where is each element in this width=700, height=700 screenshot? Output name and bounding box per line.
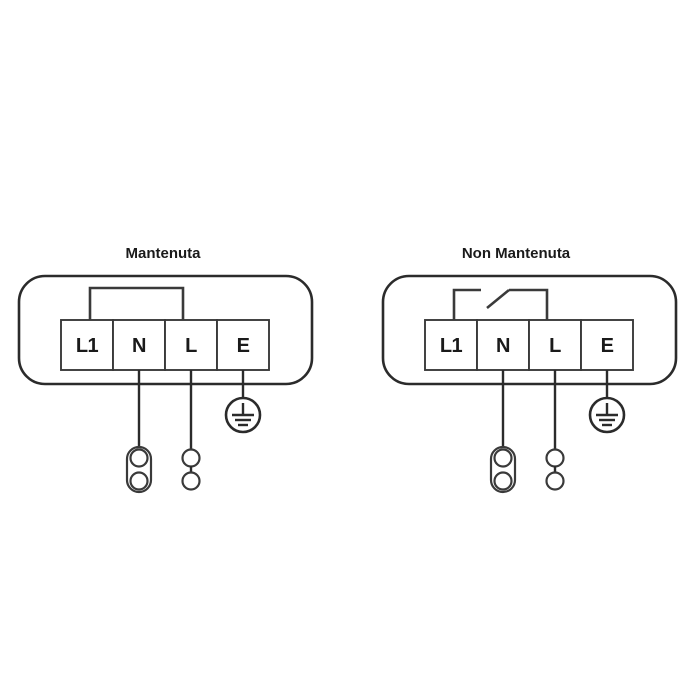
connector-ring-l-top <box>181 448 201 468</box>
connector-n-right[interactable] <box>489 445 517 494</box>
terminal-box-n-right[interactable] <box>476 319 530 371</box>
earth-symbol-left <box>224 396 262 434</box>
connector-ring-n-bottom-right <box>493 471 513 491</box>
terminal-label-e-right: E <box>601 335 614 357</box>
switch-left-arm <box>452 288 481 321</box>
connector-n[interactable] <box>125 445 153 494</box>
earth-symbol-right <box>588 396 626 434</box>
terminal-box-e-right[interactable] <box>580 319 634 371</box>
connector-ring-n-top <box>129 448 149 468</box>
jumper-wire-closed <box>88 286 185 321</box>
diagram-non-mantenuta: Non Mantenuta L1 N L E <box>381 245 678 494</box>
terminal-label-e: E <box>237 335 250 357</box>
terminal-label-l-right: L <box>549 335 561 357</box>
connector-ring-l-bottom <box>181 471 201 491</box>
terminal-box-l[interactable] <box>164 319 218 371</box>
connector-ring-n-bottom <box>129 471 149 491</box>
connector-ring-l-top-right <box>545 448 565 468</box>
diagram-title-non-mantenuta: Non Mantenuta <box>462 245 571 262</box>
switch-right-arm <box>509 288 549 321</box>
connector-l-right[interactable] <box>545 448 565 491</box>
switch-blade[interactable] <box>486 288 510 310</box>
terminal-label-n-right: N <box>496 335 510 357</box>
terminal-block-left: L1 N L E <box>60 319 270 371</box>
terminal-label-l: L <box>185 335 197 357</box>
terminal-label-l1-right: L1 <box>440 335 463 357</box>
diagram-mantenuta: Mantenuta L1 N L E <box>17 245 314 494</box>
connector-ring-l-bottom-right <box>545 471 565 491</box>
terminal-label-n: N <box>132 335 146 357</box>
connector-ring-n-top-right <box>493 448 513 468</box>
connector-l[interactable] <box>181 448 201 491</box>
terminal-block-right: L1 N L E <box>424 319 634 371</box>
terminal-box-l1[interactable] <box>60 319 114 371</box>
terminal-label-l1: L1 <box>76 335 99 357</box>
diagram-title-mantenuta: Mantenuta <box>126 245 202 262</box>
